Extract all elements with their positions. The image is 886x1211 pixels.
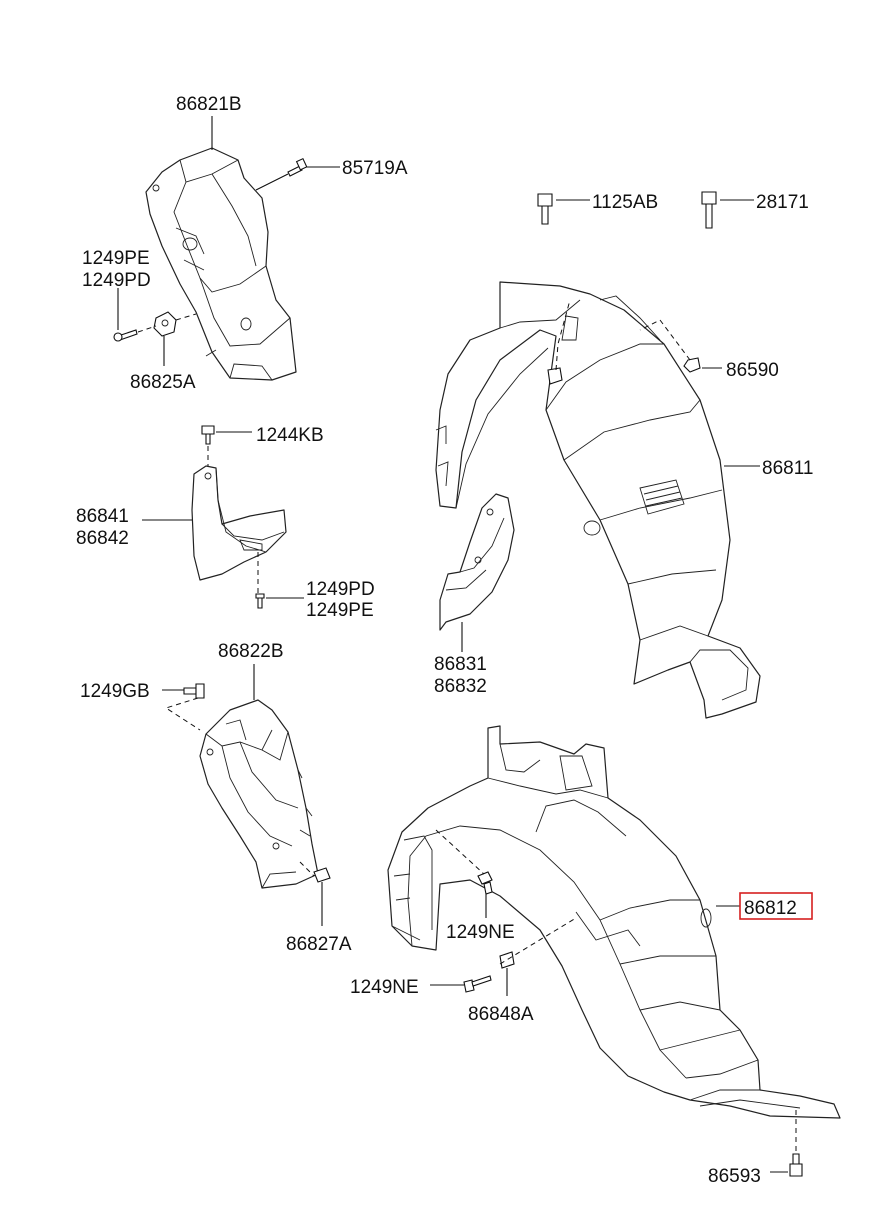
label-86812[interactable]: 86812 <box>744 898 797 919</box>
part-86822B-shape[interactable] <box>199 699 319 889</box>
label-1249NE-lower[interactable]: 1249NE <box>350 977 419 998</box>
part-86812-shape[interactable] <box>387 725 841 1119</box>
label-86848A[interactable]: 86848A <box>468 1004 534 1025</box>
bolt-1125AB-icon[interactable] <box>537 193 553 225</box>
dash-86590 <box>555 299 691 371</box>
label-86821B[interactable]: 86821B <box>176 94 242 115</box>
label-86832[interactable]: 86832 <box>434 676 487 697</box>
clip-86825A-icon[interactable] <box>153 311 177 337</box>
bolt-28171-icon[interactable] <box>701 191 717 229</box>
label-1244KB[interactable]: 1244KB <box>256 425 324 446</box>
screw-1249NE-upper-icon[interactable] <box>477 871 493 895</box>
screw-1249PE-PD-upper-icon[interactable] <box>113 329 138 342</box>
label-1249PD-lower[interactable]: 1249PD <box>306 579 375 600</box>
label-1249NE-upper[interactable]: 1249NE <box>446 922 515 943</box>
screw-1249GB-icon[interactable] <box>183 683 205 699</box>
nut-86848A-icon[interactable] <box>499 951 515 969</box>
screw-1249NE-lower-icon[interactable] <box>463 975 492 993</box>
label-86841[interactable]: 86841 <box>76 506 129 527</box>
nut-86590-icon[interactable] <box>683 357 701 373</box>
label-28171[interactable]: 28171 <box>756 192 809 213</box>
label-86593[interactable]: 86593 <box>708 1166 761 1187</box>
label-1249PD-upper[interactable]: 1249PD <box>82 270 151 291</box>
bolt-86593-icon[interactable] <box>789 1153 803 1177</box>
label-1249GB[interactable]: 1249GB <box>80 681 150 702</box>
highlight-box-86812 <box>739 892 813 920</box>
label-1249PE-lower[interactable]: 1249PE <box>306 600 374 621</box>
leader-85719A <box>255 166 340 191</box>
label-86827A[interactable]: 86827A <box>286 934 352 955</box>
label-85719A[interactable]: 85719A <box>342 158 408 179</box>
label-86825A[interactable]: 86825A <box>130 372 196 393</box>
label-1125AB[interactable]: 1125AB <box>592 192 658 213</box>
part-86841-86842-shape[interactable] <box>191 465 287 581</box>
label-86831[interactable]: 86831 <box>434 654 487 675</box>
label-86590[interactable]: 86590 <box>726 360 779 381</box>
clip-86827A-icon[interactable] <box>313 867 331 883</box>
screw-1244KB-icon[interactable] <box>201 425 215 445</box>
label-86822B[interactable]: 86822B <box>218 641 284 662</box>
label-86842[interactable]: 86842 <box>76 528 129 549</box>
part-86821B-shape[interactable] <box>145 147 297 381</box>
part-86811-shape[interactable] <box>435 281 761 719</box>
part-86831-86832-shape[interactable] <box>439 493 515 631</box>
screw-1249PD-PE-lower-icon[interactable] <box>255 593 265 609</box>
label-86811[interactable]: 86811 <box>762 458 813 479</box>
label-1249PE-upper[interactable]: 1249PE <box>82 248 150 269</box>
bolt-85719A-icon[interactable] <box>287 157 308 177</box>
